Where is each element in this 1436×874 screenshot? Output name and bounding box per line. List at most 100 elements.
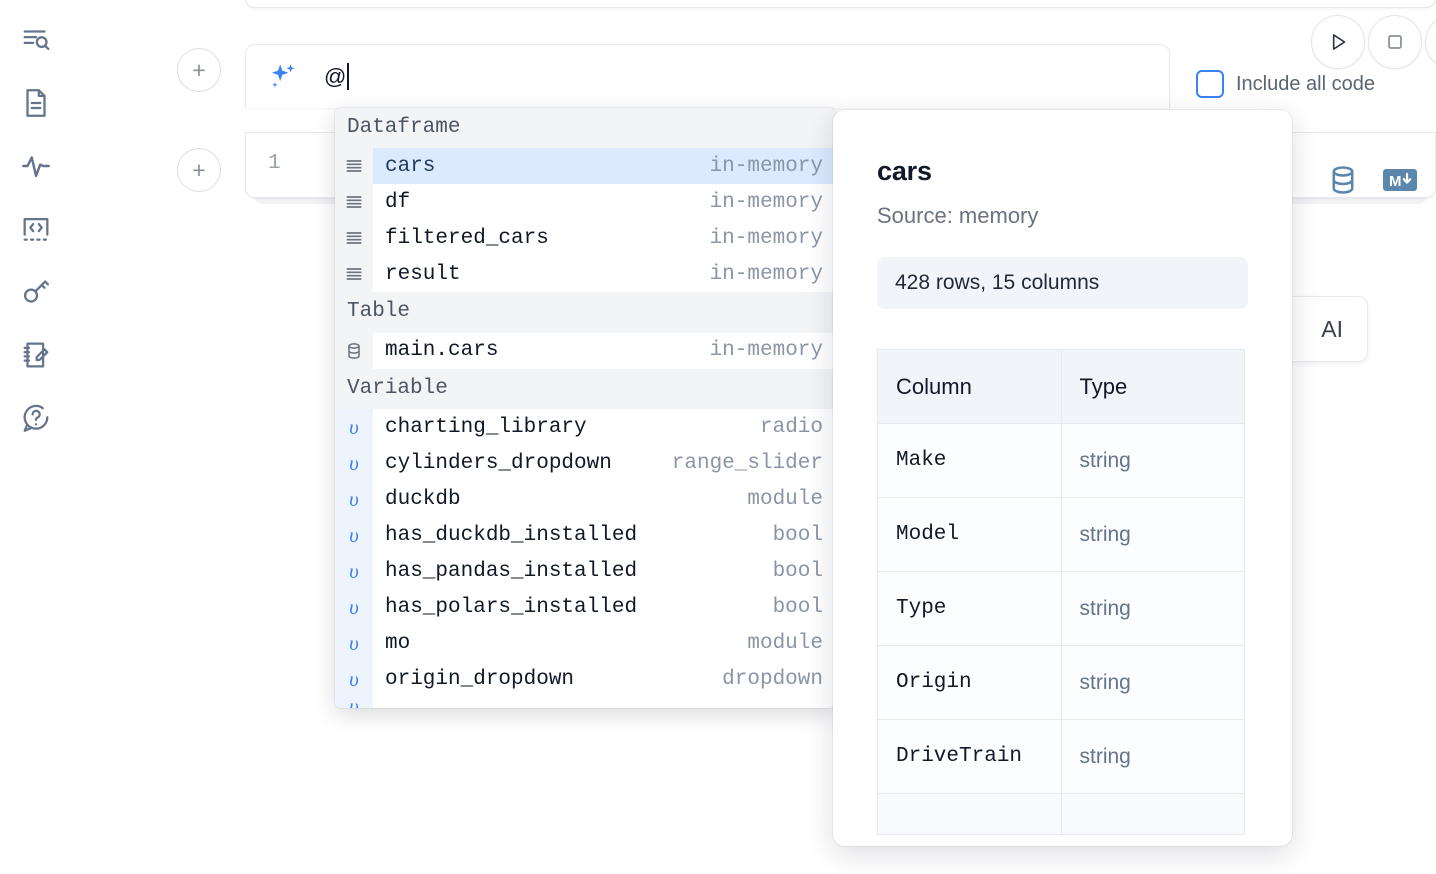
dropdown-item-type: in-memory [709, 226, 823, 250]
text-caret [347, 63, 350, 90]
variable-icon: υ [335, 409, 373, 446]
database-icon[interactable] [1326, 163, 1360, 197]
preview-source: Source: memory [877, 203, 1039, 228]
include-all-code-row[interactable]: Include all code [1196, 70, 1375, 98]
variable-icon: υ [335, 589, 373, 626]
dropdown-item-name: origin_dropdown [385, 667, 575, 691]
dropdown-item[interactable]: result in-memory [335, 256, 835, 293]
variable-icon: υ [335, 553, 373, 590]
add-cell-button-top[interactable]: + [177, 48, 221, 92]
dropdown-item-name: cylinders_dropdown [385, 451, 612, 475]
dropdown-item[interactable]: main.cars in-memory [335, 332, 835, 369]
dropdown-item[interactable]: υ cylinders_dropdown range_slider [335, 445, 835, 482]
variable-preview-panel: cars Source: memory 428 rows, 15 columns… [833, 110, 1292, 846]
add-cell-button-bottom[interactable]: + [177, 148, 221, 192]
cell-action-icons: M [1326, 163, 1418, 197]
schema-column-name: Origin [877, 645, 1062, 720]
run-button[interactable] [1311, 15, 1365, 69]
dataframe-icon [335, 184, 373, 221]
dropdown-item-type: bool [772, 523, 823, 547]
variable-icon: υ [335, 481, 373, 518]
include-all-code-checkbox[interactable] [1196, 70, 1224, 98]
notebook-card-above [245, 0, 1436, 8]
dataframe-icon [335, 148, 373, 185]
ai-prompt-input[interactable]: @ [324, 63, 350, 90]
dropdown-item[interactable]: df in-memory [335, 184, 835, 221]
code-snippets-icon[interactable] [14, 207, 58, 251]
dropdown-item-type: in-memory [709, 262, 823, 286]
dropdown-item-type: in-memory [709, 154, 823, 178]
ai-prompt-value: @ [324, 63, 347, 89]
dropdown-item-clipped[interactable]: υ [335, 697, 835, 708]
dropdown-item-name: charting_library [385, 415, 587, 439]
schema-column-name: Make [877, 423, 1062, 498]
dropdown-item-type: module [747, 631, 823, 655]
dropdown-item-name: df [385, 190, 411, 214]
dropdown-item[interactable]: υ charting_library radio [335, 409, 835, 446]
dropdown-group-header: Variable [335, 368, 835, 410]
dropdown-item-name [385, 697, 398, 708]
dropdown-group-header: Dataframe [335, 108, 835, 149]
dropdown-item-type: bool [772, 595, 823, 619]
schema-column-type: string [1060, 497, 1245, 572]
schema-column-name: Type [877, 571, 1062, 646]
dropdown-item-type: bool [772, 559, 823, 583]
dropdown-item-name: mo [385, 631, 411, 655]
explore-outline-icon[interactable] [14, 18, 58, 62]
key-secrets-icon[interactable] [14, 270, 58, 314]
schema-column-type: string [1060, 571, 1245, 646]
more-options-button[interactable] [1425, 15, 1436, 69]
dropdown-item-type: in-memory [709, 190, 823, 214]
table-row-clipped [877, 793, 1245, 835]
variable-icon: υ [335, 517, 373, 554]
svg-text:M: M [1389, 173, 1402, 190]
dropdown-item-name: cars [385, 154, 436, 178]
stop-button[interactable] [1368, 15, 1422, 69]
dropdown-item-type: radio [759, 415, 823, 439]
variable-icon: υ [335, 697, 373, 708]
ai-prompt-bar[interactable]: @ [245, 44, 1170, 108]
activity-pulse-icon[interactable] [14, 144, 58, 188]
dropdown-item-name: main.cars [385, 339, 499, 363]
dropdown-item[interactable]: υ has_pandas_installed bool [335, 553, 835, 590]
type-header: Type [1060, 349, 1245, 424]
dataframe-icon [335, 220, 373, 257]
markdown-icon[interactable]: M [1382, 167, 1418, 193]
column-header: Column [877, 349, 1062, 424]
help-chat-icon[interactable] [14, 396, 58, 440]
dropdown-item-name: has_polars_installed [385, 595, 638, 619]
dropdown-item-type: module [747, 487, 823, 511]
preview-title: cars [877, 156, 932, 186]
dropdown-item-name: result [385, 262, 461, 286]
dropdown-item-type [794, 697, 823, 708]
dropdown-item[interactable]: υ has_polars_installed bool [335, 589, 835, 626]
preview-shape-badge: 428 rows, 15 columns [877, 257, 1248, 309]
dropdown-item-name: has_pandas_installed [385, 559, 638, 583]
include-all-code-label: Include all code [1236, 72, 1375, 95]
cell-line-number: 1 [268, 152, 281, 175]
dropdown-item[interactable]: cars in-memory [335, 148, 835, 185]
generate-with-ai-label: AI [1321, 315, 1343, 342]
dataframe-icon [335, 256, 373, 293]
dropdown-item-type: range_slider [671, 451, 823, 475]
file-document-icon[interactable] [14, 81, 58, 125]
table-db-icon [335, 332, 373, 369]
dropdown-item-type: in-memory [709, 339, 823, 363]
sidebar-rail [0, 0, 72, 874]
schema-column-name: DriveTrain [877, 719, 1062, 794]
scratchpad-edit-icon[interactable] [14, 333, 58, 377]
dropdown-group-header: Table [335, 292, 835, 333]
dropdown-item-name: has_duckdb_installed [385, 523, 638, 547]
dropdown-item[interactable]: υ has_duckdb_installed bool [335, 517, 835, 554]
variable-icon: υ [335, 445, 373, 482]
table-header-row: Column Type [877, 349, 1245, 424]
